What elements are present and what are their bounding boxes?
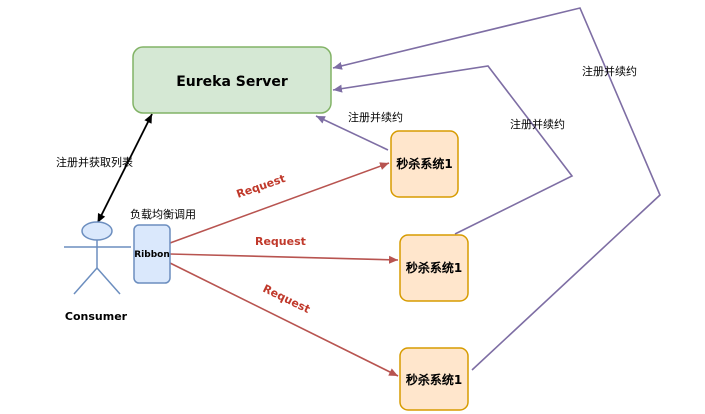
register-edge-3-label: 注册并续约 <box>582 64 637 78</box>
register-edge-2-label: 注册并续约 <box>510 117 565 131</box>
service-node-1: 秒杀系统1 <box>390 130 459 198</box>
register-edge-3 <box>332 7 661 371</box>
service-label-1: 秒杀系统1 <box>396 156 452 171</box>
service-node-2: 秒杀系统1 <box>399 234 469 302</box>
eureka-server-node: Eureka Server <box>132 46 332 114</box>
request-edge-1 <box>169 162 390 244</box>
ribbon-label: Ribbon <box>134 250 170 260</box>
request-1-label: Request <box>235 172 287 201</box>
ribbon-node: Ribbon <box>133 224 171 284</box>
service-label-2: 秒杀系统1 <box>406 260 462 275</box>
request-2-label: Request <box>255 235 306 248</box>
register-edge-1 <box>315 115 389 151</box>
eureka-server-label: Eureka Server <box>176 74 288 90</box>
consumer-server-edge-label: 注册并获取列表 <box>56 155 133 169</box>
request-edge-2 <box>169 253 399 264</box>
ribbon-caption: 负载均衡调用 <box>130 207 196 221</box>
service-label-3: 秒杀系统1 <box>406 372 462 387</box>
register-edge-2 <box>332 65 574 235</box>
request-edge-3 <box>169 262 399 377</box>
consumer-actor-icon <box>64 221 131 295</box>
register-edge-1-label: 注册并续约 <box>348 110 403 124</box>
consumer-server-edge <box>97 113 153 223</box>
service-node-3: 秒杀系统1 <box>399 347 469 411</box>
consumer-label: Consumer <box>65 310 128 323</box>
